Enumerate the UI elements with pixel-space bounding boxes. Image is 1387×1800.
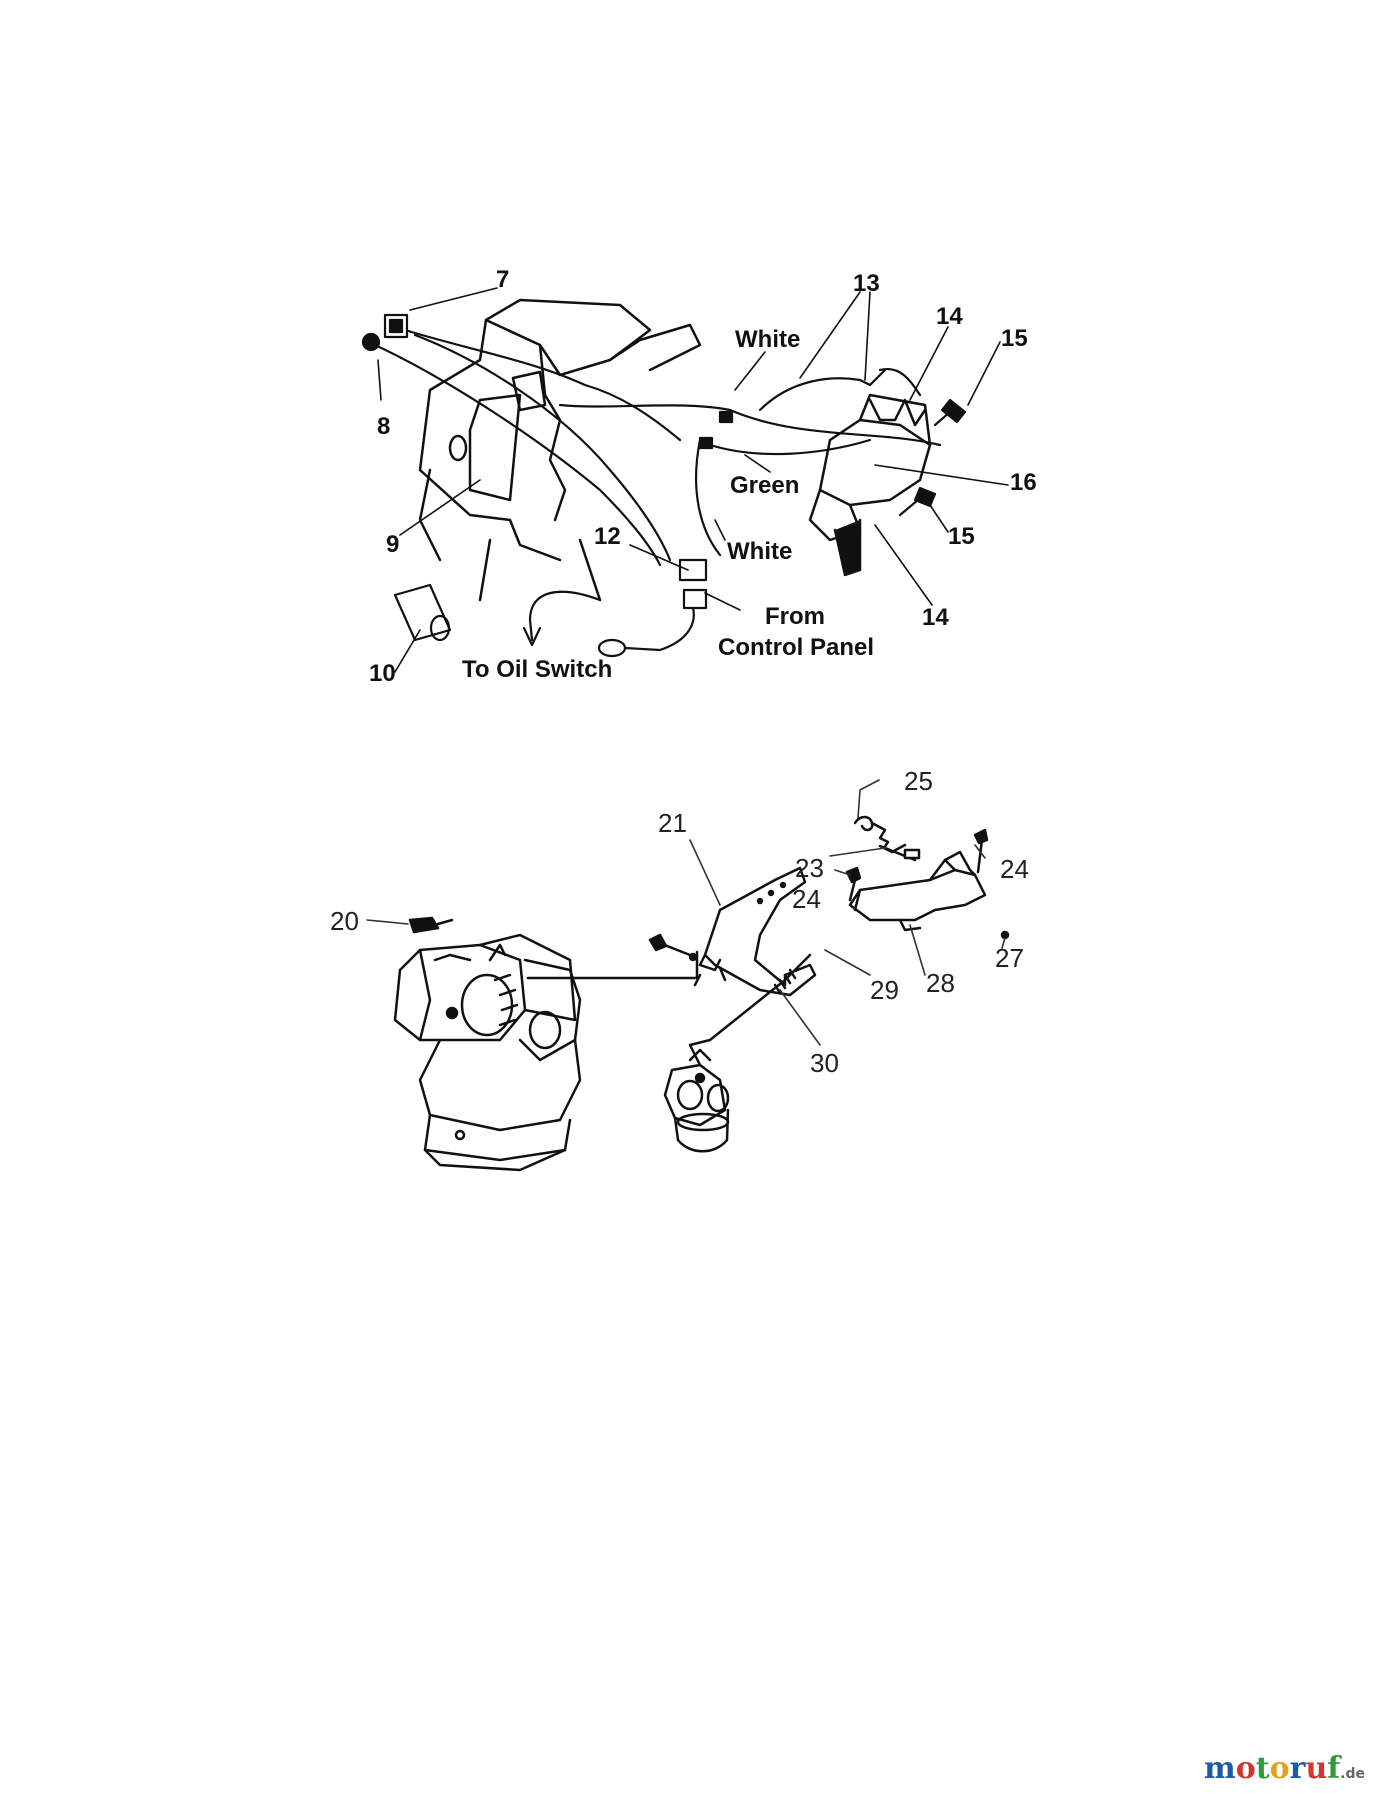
label-control-panel: Control Panel [718, 634, 875, 661]
logo-letter: m [1203, 1751, 1236, 1786]
label-from: From [765, 603, 825, 630]
logo-letter: t [1255, 1751, 1270, 1786]
spark-plug-20 [408, 916, 454, 934]
motoruf-logo: motoruf.de [1204, 1751, 1365, 1786]
callout-24-right: 24 [1000, 854, 1029, 884]
callout-21: 21 [658, 808, 687, 838]
callout-10: 10 [369, 660, 396, 687]
callout-12: 12 [594, 523, 621, 550]
callout-30: 30 [810, 1048, 839, 1078]
label-to-oil-switch: To Oil Switch [462, 656, 613, 683]
callout-20: 20 [330, 906, 359, 936]
logo-letter: u [1305, 1751, 1328, 1786]
callout-25: 25 [904, 766, 933, 796]
logo-letter: f [1327, 1751, 1341, 1786]
callout-14-upper: 14 [936, 303, 963, 330]
governor-linkage-drawing [526, 815, 1010, 1067]
wire-label-white-bottom: White [727, 538, 793, 565]
logo-letter: o [1235, 1751, 1256, 1786]
callout-9: 9 [386, 531, 400, 558]
callout-24-left: 24 [792, 884, 821, 914]
leader-lines [377, 287, 1009, 673]
bottom-leader-lines [366, 779, 1006, 1046]
callout-8: 8 [377, 413, 391, 440]
wire-label-green: Green [730, 472, 800, 499]
callout-13: 13 [853, 270, 880, 297]
callout-15-lower: 15 [948, 523, 975, 550]
callout-7: 7 [496, 266, 510, 293]
carburetor-drawing [663, 1048, 730, 1153]
callout-15-upper: 15 [1001, 325, 1028, 352]
engine-shroud-drawing [418, 298, 702, 602]
engine-block-drawing [393, 933, 582, 1172]
wires [361, 313, 967, 658]
callout-27: 27 [995, 943, 1024, 973]
wire-label-white-top: White [735, 326, 801, 353]
logo-letter: r [1289, 1751, 1306, 1786]
callout-28: 28 [926, 968, 955, 998]
callout-29: 29 [870, 975, 899, 1005]
callout-16: 16 [1010, 469, 1037, 496]
callout-14-lower: 14 [922, 604, 949, 631]
ignition-coil-drawing [808, 393, 932, 577]
logo-letter: o [1269, 1751, 1290, 1786]
callout-23: 23 [795, 853, 824, 883]
logo-suffix: .de [1340, 1766, 1365, 1782]
